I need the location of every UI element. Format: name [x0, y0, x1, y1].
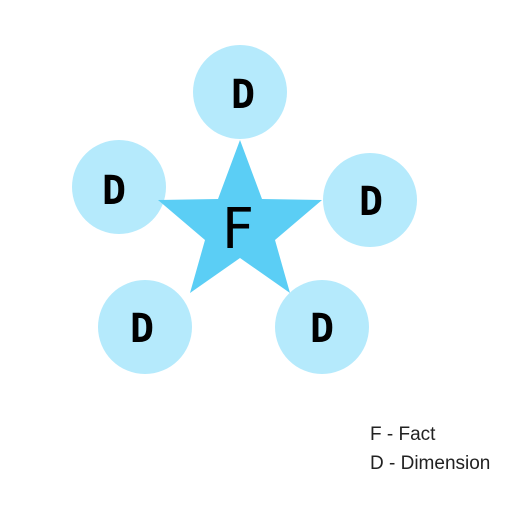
dimension-circle — [323, 153, 417, 247]
dimension-label: D — [130, 306, 154, 352]
dimension-node-bottom-left: D — [98, 280, 192, 374]
dimension-label: D — [359, 179, 383, 225]
dimension-circle — [98, 280, 192, 374]
fact-label: F — [222, 197, 254, 262]
dimension-circle — [275, 280, 369, 374]
dimension-circle — [72, 140, 166, 234]
dimension-node-left: D — [72, 140, 166, 234]
legend-dimension: D - Dimension — [370, 453, 491, 474]
fact-star — [158, 140, 322, 293]
dimension-node-right: D — [323, 153, 417, 247]
dimension-label: D — [102, 168, 126, 214]
dimension-label: D — [231, 72, 255, 118]
dimension-label: D — [310, 306, 334, 352]
fact-node: F — [158, 140, 322, 293]
dimension-node-bottom-right: D — [275, 280, 369, 374]
legend-fact: F - Fact — [370, 424, 436, 445]
dimension-circle — [193, 45, 287, 139]
legend: F - Fact D - Dimension — [370, 420, 520, 478]
dimension-node-top: D — [193, 45, 287, 139]
